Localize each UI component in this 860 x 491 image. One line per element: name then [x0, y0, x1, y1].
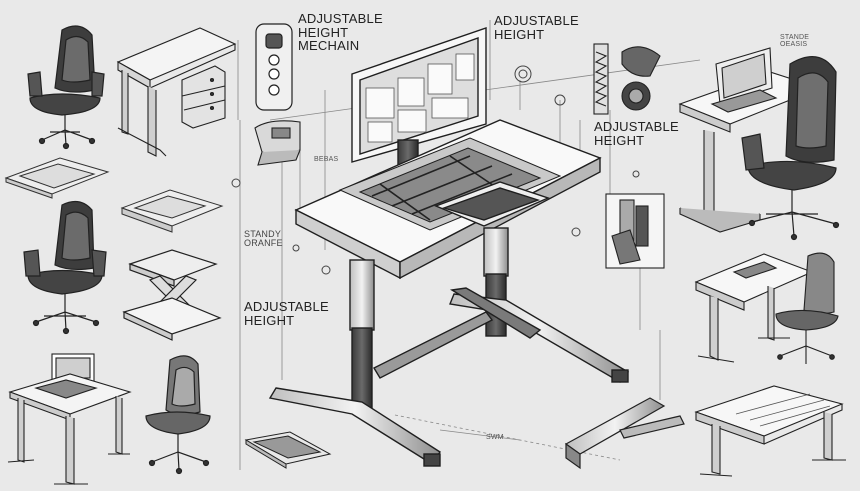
height-controller-sketch — [255, 23, 293, 111]
chair-sketch-mid-left — [23, 200, 107, 335]
main-standing-desk — [268, 27, 630, 467]
desk-sketch-bottom-right — [694, 385, 846, 477]
desk-with-laptop-top-right — [678, 47, 822, 233]
folding-stand-sketch — [122, 249, 222, 341]
label-swm: SWM — [486, 434, 504, 441]
rail-parts-bottom — [564, 397, 685, 470]
dimension-markers — [231, 65, 640, 275]
chair-sketch-top-right — [741, 56, 840, 241]
chair-sketch-top-left — [27, 25, 105, 150]
chair-sketch-bottom-left — [145, 355, 211, 475]
spring-mechanism-detail — [593, 43, 661, 115]
clamp-detail-sketch — [254, 120, 301, 166]
chair-sketch-mid-right — [775, 252, 839, 364]
label-standy-orange: STANDY ORANFE — [244, 229, 283, 249]
label-stande-oeasis: STANDE OEASIS — [780, 34, 810, 49]
lift-mechanism-detail — [605, 193, 665, 269]
label-adjustable-height-left: ADJUSTABLE HEIGHT — [244, 299, 329, 328]
desk-sketch-bottom-left — [7, 353, 132, 485]
desk-sketch-top-left — [116, 27, 237, 157]
label-adjustable-height-top: ADJUSTABLE HEIGHT — [494, 13, 579, 42]
tray-sketch-left — [4, 157, 224, 233]
label-adjustable-height-right: ADJUSTABLE HEIGHT — [594, 119, 679, 148]
keyboard-sketch-bottom — [244, 431, 332, 469]
desk-sketch-mid-right — [694, 253, 814, 363]
label-adjustable-height-mechain: ADJUSTABLE HEIGHT MECHAIN — [298, 11, 383, 54]
label-bebas: BEBAS — [314, 156, 339, 163]
